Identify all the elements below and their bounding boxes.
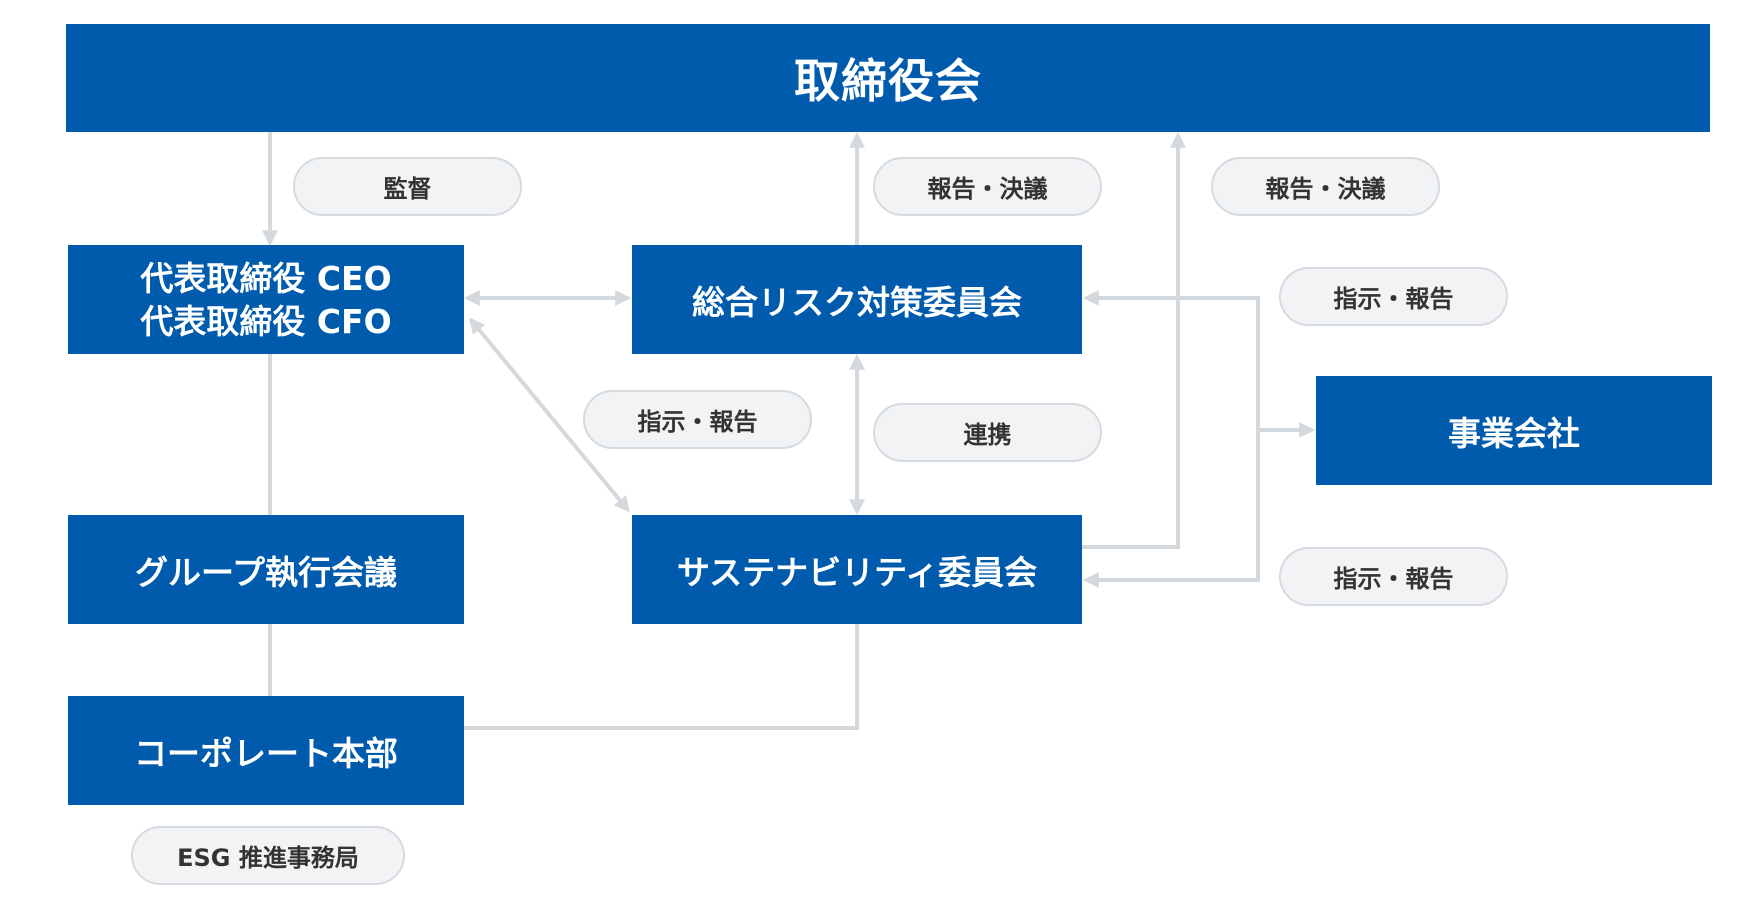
cooperation-pill: 連携 (873, 403, 1102, 462)
supervision-pill: 監督 (293, 157, 522, 216)
group-exec-meeting-label: グループ執行会議 (134, 552, 398, 592)
connector-business-to-risk (1082, 290, 1260, 430)
risk-committee-label: 総合リスク対策委員会 (692, 282, 1022, 322)
connector-ceo-sustainability (468, 317, 631, 513)
connector-corp-sustainability (464, 624, 859, 730)
corporate-hq-box: コーポレート本部 (68, 696, 464, 805)
esg-office-pill: ESG 推進事務局 (131, 826, 405, 885)
connector-sustainability-to-board (1082, 131, 1186, 549)
business-companies-label: 事業会社 (1448, 413, 1580, 453)
report-resolution-pill-1: 報告・決議 (873, 157, 1102, 216)
ceo-cfo-label: 代表取締役 CEO 代表取締役 CFO (140, 258, 392, 341)
sustainability-committee-box: サステナビリティ委員会 (632, 515, 1082, 624)
ceo-cfo-box: 代表取締役 CEO 代表取締役 CFO (68, 245, 464, 354)
risk-committee-box: 総合リスク対策委員会 (632, 245, 1082, 354)
board-label: 取締役会 (794, 54, 982, 108)
group-exec-meeting-box: グループ執行会議 (68, 515, 464, 624)
instruction-report-pill-2: 指示・報告 (583, 390, 812, 449)
corporate-hq-label: コーポレート本部 (134, 733, 398, 773)
instruction-report-pill-3: 指示・報告 (1279, 547, 1508, 606)
connector-business-to-sustainability (1082, 430, 1260, 588)
instruction-report-pill-1: 指示・報告 (1279, 267, 1508, 326)
sustainability-committee-label: サステナビリティ委員会 (676, 552, 1038, 592)
report-resolution-pill-2: 報告・決議 (1211, 157, 1440, 216)
business-companies-box: 事業会社 (1316, 376, 1712, 485)
board-of-directors-box: 取締役会 (66, 24, 1710, 132)
